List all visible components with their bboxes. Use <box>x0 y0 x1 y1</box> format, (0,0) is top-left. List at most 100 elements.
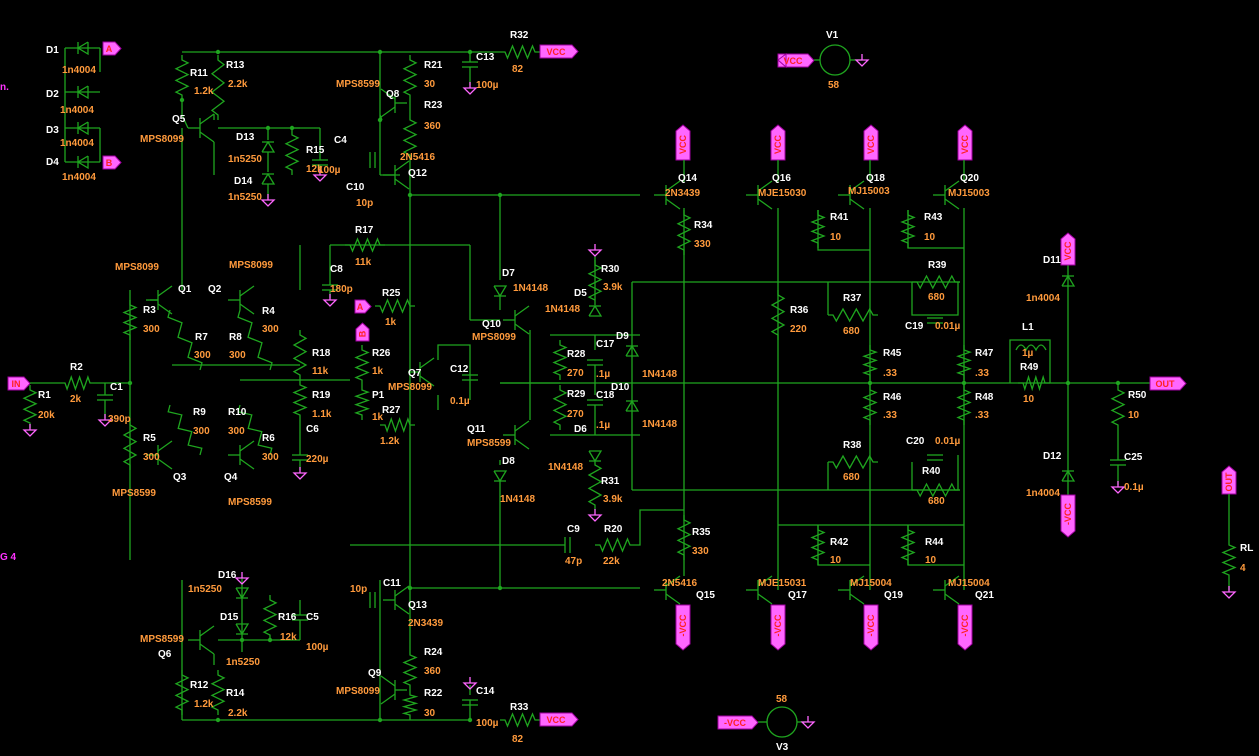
resistor <box>1018 374 1050 392</box>
junction-dot <box>179 97 185 103</box>
resistor <box>122 300 138 340</box>
ref-label-r42: R42 <box>830 537 849 548</box>
vcc-rail-q20 <box>957 124 973 161</box>
value-label-c9: 47p <box>565 556 582 567</box>
transistor <box>757 575 773 587</box>
value-label-q5: MPS8099 <box>140 134 184 145</box>
ref-label-q1: Q1 <box>178 284 192 295</box>
value-label-r4: 300 <box>262 324 279 335</box>
transistor <box>514 323 530 335</box>
junction-dot <box>1115 380 1121 386</box>
transistor <box>757 198 773 210</box>
ground-symbol <box>312 169 328 182</box>
value-label-r12: 1.2k <box>194 699 214 710</box>
ref-label-d10: D10 <box>611 382 630 393</box>
vcc-rail-q16 <box>770 124 786 161</box>
ref-label-r32: R32 <box>510 30 529 41</box>
value-label-r25: 1k <box>385 317 397 328</box>
transistor <box>199 625 215 637</box>
ref-label-d13: D13 <box>236 132 255 143</box>
ref-label-r6: R6 <box>262 433 275 444</box>
transistor <box>944 198 960 210</box>
vcc-rail-q20-text: VCC <box>960 135 970 155</box>
transistor <box>199 113 215 125</box>
value-label-q4: MPS8599 <box>228 497 272 508</box>
ref-label-r48: R48 <box>975 392 994 403</box>
value-label-q3: MPS8599 <box>112 488 156 499</box>
value-label-q12: 2N5416 <box>400 152 435 163</box>
value-label-r10: 300 <box>228 426 245 437</box>
resistor <box>587 460 603 510</box>
value-label-d9: 1N4148 <box>642 369 677 380</box>
resistor <box>401 690 419 720</box>
vcc-rail-q18 <box>863 124 879 161</box>
resistor <box>402 115 418 160</box>
ref-label-q15: Q15 <box>696 590 715 601</box>
ref-label-c14: C14 <box>476 686 495 697</box>
transistor <box>239 285 255 297</box>
neg-vcc-rail-q19-text: -VCC <box>866 614 876 636</box>
ref-label-q7: Q7 <box>408 368 422 379</box>
value-label-d1: 1n4004 <box>62 65 96 76</box>
ref-label-r47: R47 <box>975 348 994 359</box>
value-label-r17: 11k <box>355 257 372 268</box>
ref-label-q10: Q10 <box>482 319 501 330</box>
ref-label-r39: R39 <box>928 260 947 271</box>
ref-label-r12: R12 <box>190 680 209 691</box>
resistor <box>167 309 203 371</box>
value-label-d14: 1n5250 <box>228 192 262 203</box>
transistor <box>394 603 410 615</box>
resistor <box>810 210 826 248</box>
transistor <box>380 106 396 118</box>
neg-vcc-rail-q17-text: -VCC <box>773 614 783 636</box>
resistor <box>174 55 190 100</box>
ref-label-q5: Q5 <box>172 114 186 125</box>
vcc-rail-q14 <box>675 124 691 161</box>
ref-label-r20: R20 <box>604 524 623 535</box>
resistor <box>900 210 916 248</box>
transistor <box>157 440 173 452</box>
ref-label-r46: R46 <box>883 392 902 403</box>
port-b-2 <box>355 322 370 342</box>
transistor <box>239 303 255 315</box>
transistor <box>239 458 255 470</box>
ref-label-q4: Q4 <box>224 472 238 483</box>
value-label-q16: MJE15030 <box>758 188 807 199</box>
port-a-2 <box>354 299 372 314</box>
ground-symbol <box>234 572 250 585</box>
value-label-q7: MPS8099 <box>388 382 432 393</box>
value-label-d4: 1n4004 <box>62 172 96 183</box>
diode <box>1061 274 1076 287</box>
ref-label-r11: R11 <box>190 68 208 79</box>
ref-label-r10: R10 <box>228 407 247 418</box>
resistor <box>292 330 308 380</box>
ground-symbol <box>1110 481 1126 494</box>
value-label-q1: MPS8099 <box>115 262 159 273</box>
resistor <box>956 385 972 425</box>
transistor <box>665 593 681 605</box>
ref-label-r26: R26 <box>372 348 391 359</box>
value-label-r48: .33 <box>975 410 989 421</box>
ref-label-d1: D1 <box>46 45 59 56</box>
ref-label-q11: Q11 <box>467 424 486 435</box>
value-label-q17: MJE15031 <box>758 578 807 589</box>
value-label-q18: MJ15003 <box>848 186 890 197</box>
transistor <box>239 440 255 452</box>
value-label-c13: 100µ <box>476 80 499 91</box>
value-label-p1: 1k <box>372 412 384 423</box>
port-b <box>102 155 122 170</box>
diode <box>625 399 640 412</box>
vcc-port-r33-text: VCC <box>546 715 566 725</box>
vcc-rail-q14-text: VCC <box>678 135 688 155</box>
resistor <box>210 670 226 715</box>
value-label-r28: 270 <box>567 368 584 379</box>
value-label-l1: 1µ <box>1022 348 1034 359</box>
output-port <box>1149 376 1187 391</box>
wire <box>911 282 959 316</box>
ref-label-c12: C12 <box>450 364 469 375</box>
ref-label-d2: D2 <box>46 89 59 100</box>
resistor <box>167 404 203 456</box>
resistor <box>237 309 273 371</box>
transistor <box>380 675 396 687</box>
